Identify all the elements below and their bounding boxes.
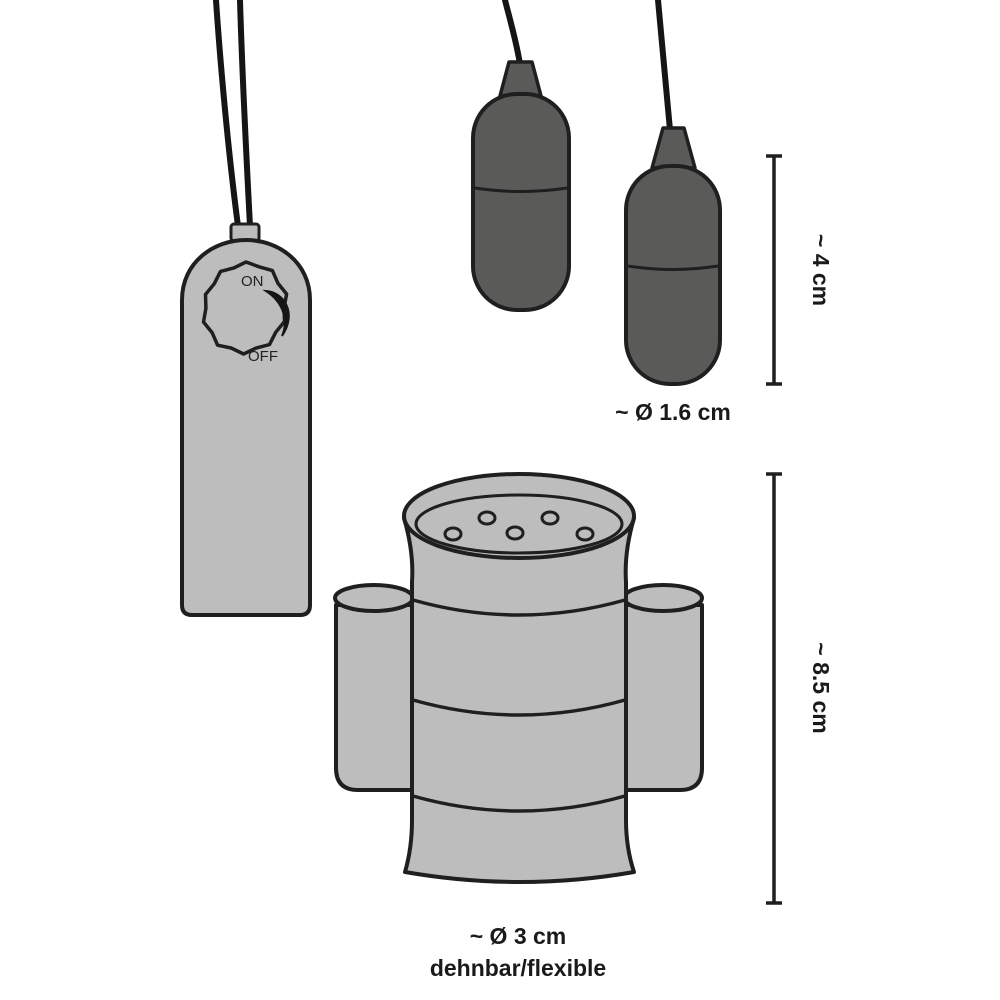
dial-arc-indicator xyxy=(262,289,290,337)
sleeve-nub xyxy=(477,510,497,526)
bullet-right-body xyxy=(624,164,722,386)
bullet-diameter-label: ~ Ø 1.6 cm xyxy=(615,399,731,425)
sleeve-nub xyxy=(540,510,560,526)
remote-control: ON OFF xyxy=(180,222,312,617)
sleeve-top-rim xyxy=(402,472,636,560)
bullet-height-dimension: ~ 4 cm xyxy=(766,154,834,386)
bullet-cords xyxy=(502,0,673,133)
sleeve-height-dimension: ~ 8.5 cm xyxy=(766,472,834,905)
sleeve-left-pocket xyxy=(334,603,414,792)
bullet-right-cap xyxy=(650,126,697,170)
bullet-vibrator-right xyxy=(624,126,722,386)
sleeve-nubs xyxy=(443,510,595,542)
sleeve-material-label: dehnbar/flexible xyxy=(430,955,606,981)
sleeve-ribs xyxy=(412,598,626,813)
stretch-sleeve xyxy=(402,472,636,884)
bullet-height-label: ~ 4 cm xyxy=(808,234,834,306)
bullet-right-seam xyxy=(627,264,719,271)
bullet-vibrator-left xyxy=(471,60,571,312)
sleeve-nub xyxy=(443,526,463,542)
sleeve-nub xyxy=(575,526,595,542)
sleeve-height-label: ~ 8.5 cm xyxy=(808,642,834,733)
bullet-left-seam xyxy=(474,186,568,193)
bullet-left-body xyxy=(471,92,571,312)
dial-off-label: OFF xyxy=(248,348,278,365)
dial-icon[interactable] xyxy=(201,260,289,356)
dial-on-label: ON xyxy=(241,273,264,290)
sleeve-nub xyxy=(505,525,525,541)
bullet-left-cap xyxy=(498,60,543,98)
sleeve-left-pocket-opening xyxy=(333,583,415,613)
sleeve-inner-opening xyxy=(414,493,624,555)
remote-cord xyxy=(213,0,253,229)
sleeve-side-pockets xyxy=(333,583,704,792)
sleeve-body xyxy=(402,516,636,884)
sleeve-right-pocket-opening xyxy=(622,583,704,613)
sleeve-diameter-label: ~ Ø 3 cm xyxy=(470,923,567,949)
sleeve-right-pocket xyxy=(622,603,704,792)
